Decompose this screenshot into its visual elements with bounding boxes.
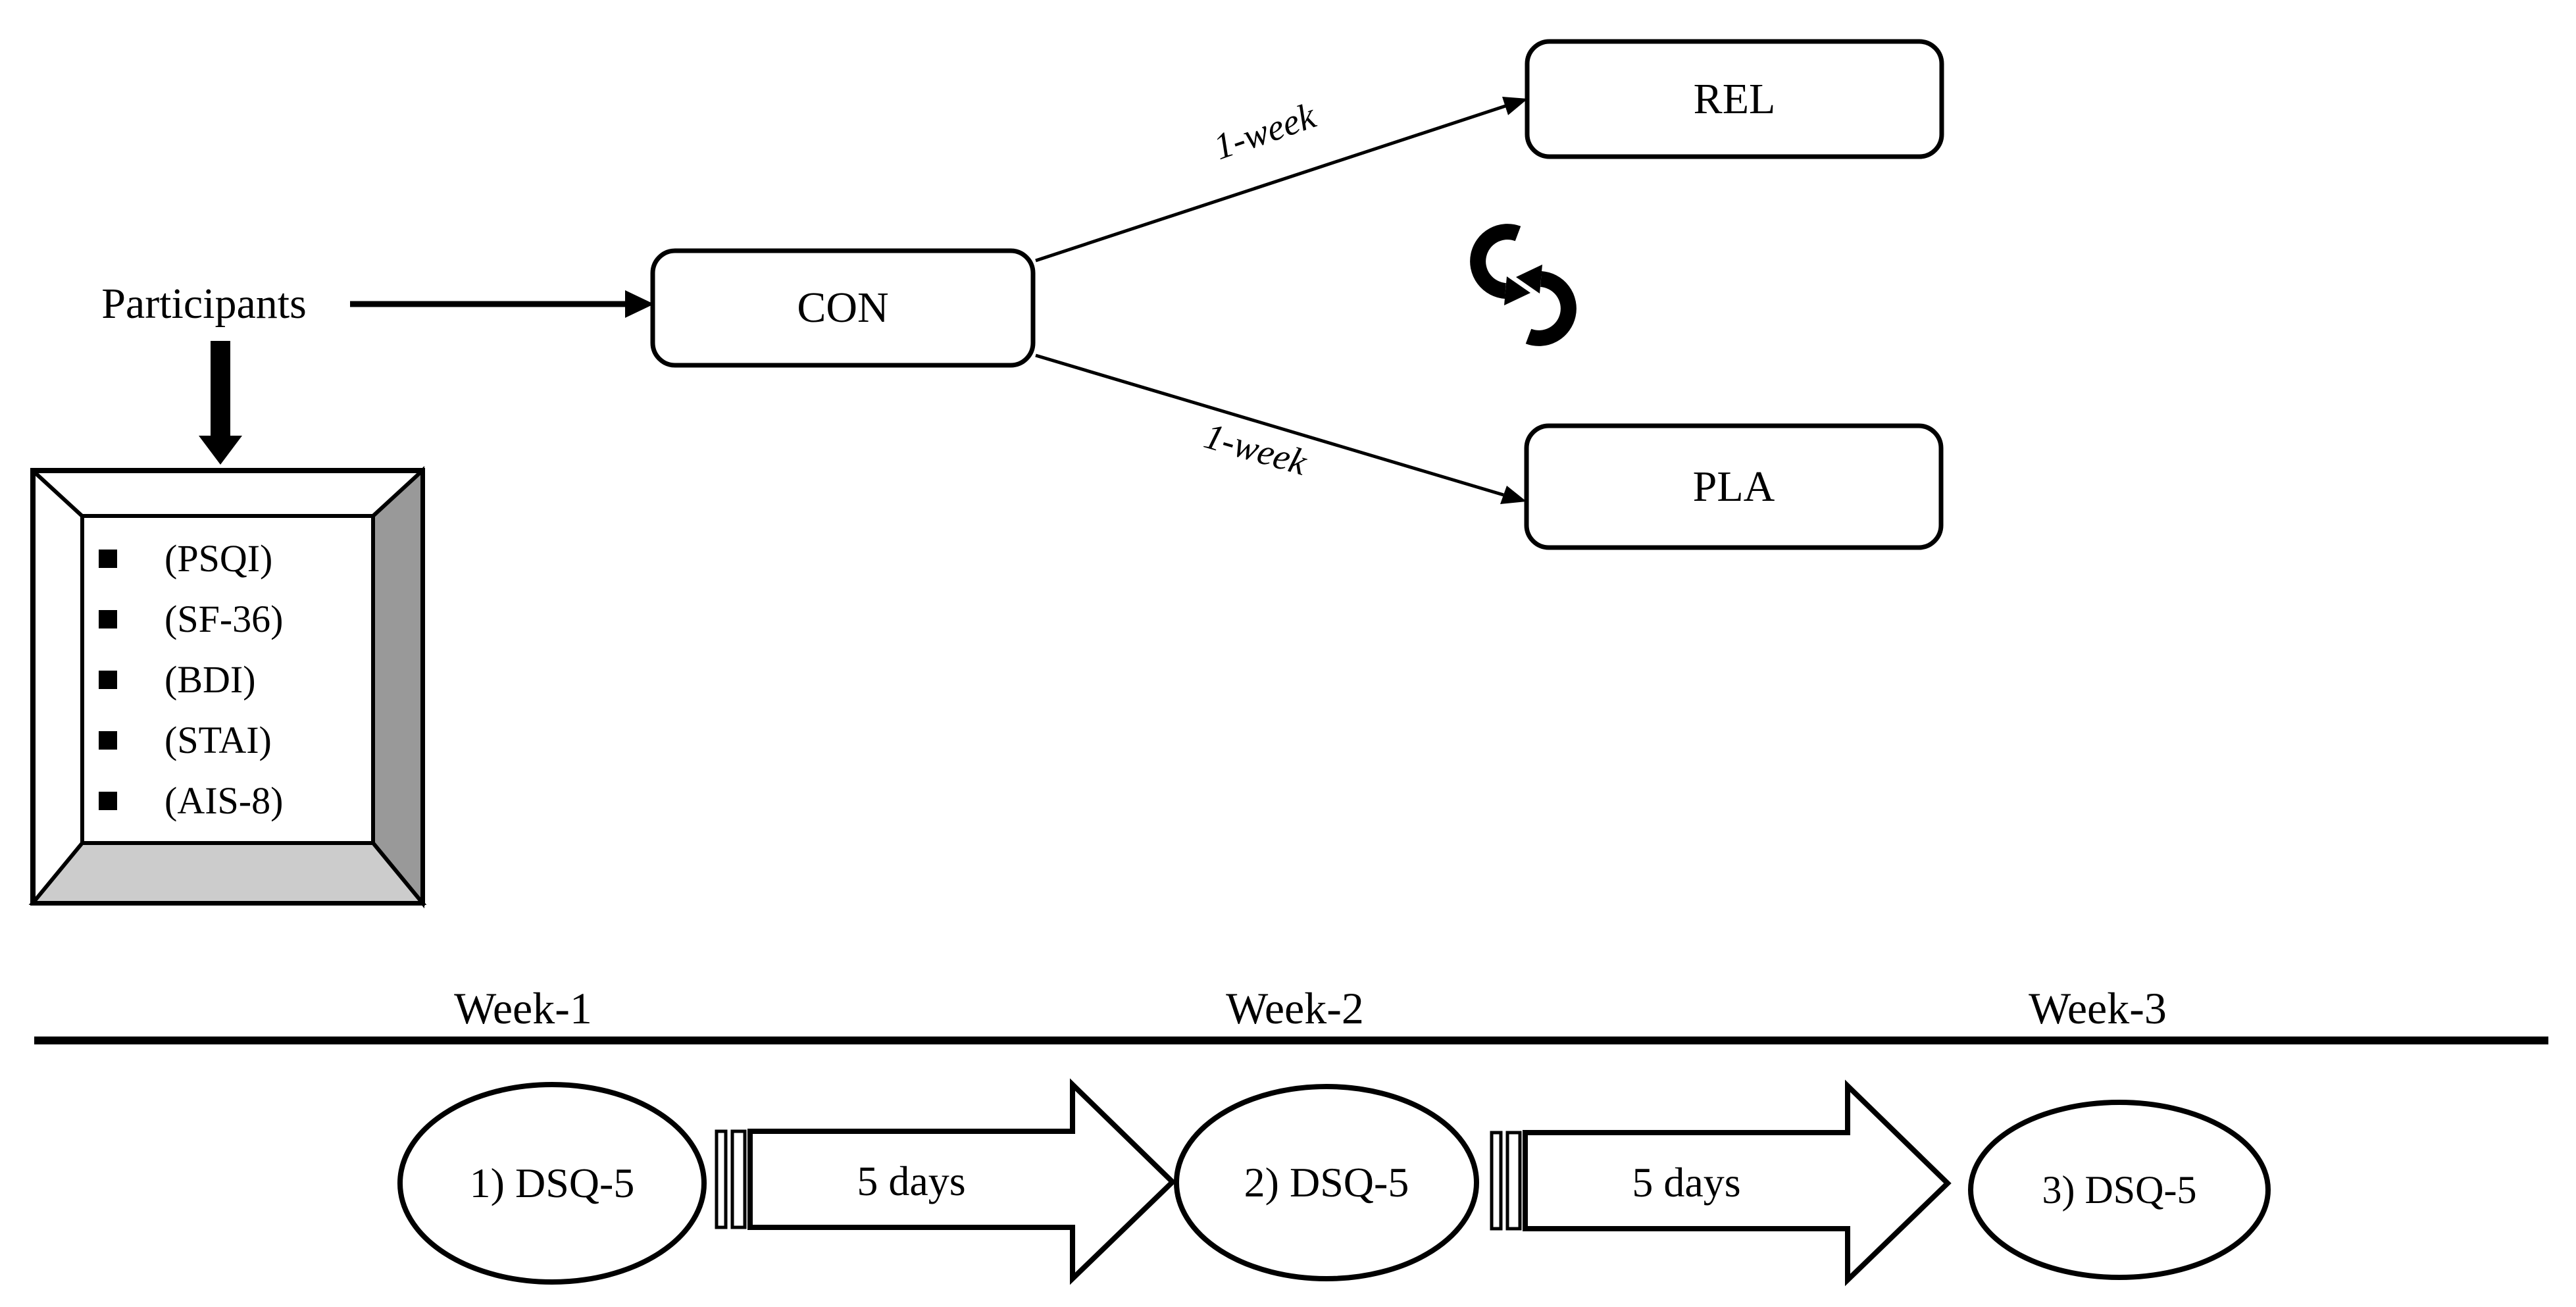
event-ellipse-2 — [1174, 1084, 1479, 1281]
con-to-pla-arrow — [1035, 353, 1527, 504]
participants-label: Participants — [101, 280, 307, 328]
enrollment-down-arrow-icon — [199, 341, 242, 465]
questionnaire-label: (AIS-8) — [164, 779, 284, 822]
node-pla-shape — [1524, 423, 1944, 550]
event-ellipse-1 — [397, 1082, 707, 1285]
questionnaire-label: (STAI) — [164, 718, 272, 761]
questionnaire-label: (SF-36) — [164, 597, 284, 640]
participants-to-con-arrow — [350, 290, 654, 318]
questionnaire-label: (PSQI) — [164, 536, 273, 580]
interval-striped-arrow-1 — [715, 1078, 1176, 1285]
square-bullet-icon — [99, 670, 117, 689]
questionnaire-item: (PSQI) — [99, 536, 373, 580]
questionnaire-item: (BDI) — [99, 657, 373, 701]
interval-striped-arrow-2 — [1490, 1079, 1952, 1287]
week-label-1: Week-1 — [454, 983, 592, 1033]
week-label-2: Week-2 — [1226, 983, 1364, 1033]
crossover-arrows-icon — [1470, 224, 1577, 346]
node-con-shape — [650, 248, 1036, 368]
node-pla-label: PLA — [1692, 463, 1775, 511]
timeline-baseline — [34, 1037, 2548, 1044]
event-label-1: 1) DSQ-5 — [469, 1160, 635, 1206]
node-con-label: CON — [797, 284, 889, 332]
questionnaire-list: (PSQI) (SF-36) (BDI) (STAI) (AIS-8) — [82, 516, 373, 843]
interval-label-1: 5 days — [857, 1158, 966, 1204]
con-to-rel-arrow — [1035, 97, 1528, 263]
questionnaire-bevel-box — [28, 466, 427, 909]
node-rel-label: REL — [1693, 75, 1776, 123]
week-label-3: Week-3 — [2029, 983, 2167, 1033]
event-ellipse-3 — [1968, 1100, 2271, 1280]
square-bullet-icon — [99, 549, 117, 568]
questionnaire-item: (SF-36) — [99, 600, 373, 638]
square-bullet-icon — [99, 730, 117, 750]
questionnaire-label: (BDI) — [164, 657, 256, 701]
event-label-3: 3) DSQ-5 — [2042, 1168, 2197, 1212]
interval-label-2: 5 days — [1632, 1159, 1741, 1206]
square-bullet-icon — [99, 609, 117, 628]
square-bullet-icon — [99, 791, 117, 810]
questionnaire-item: (AIS-8) — [99, 779, 373, 822]
event-label-2: 2) DSQ-5 — [1244, 1159, 1409, 1206]
questionnaire-item: (STAI) — [99, 721, 373, 759]
